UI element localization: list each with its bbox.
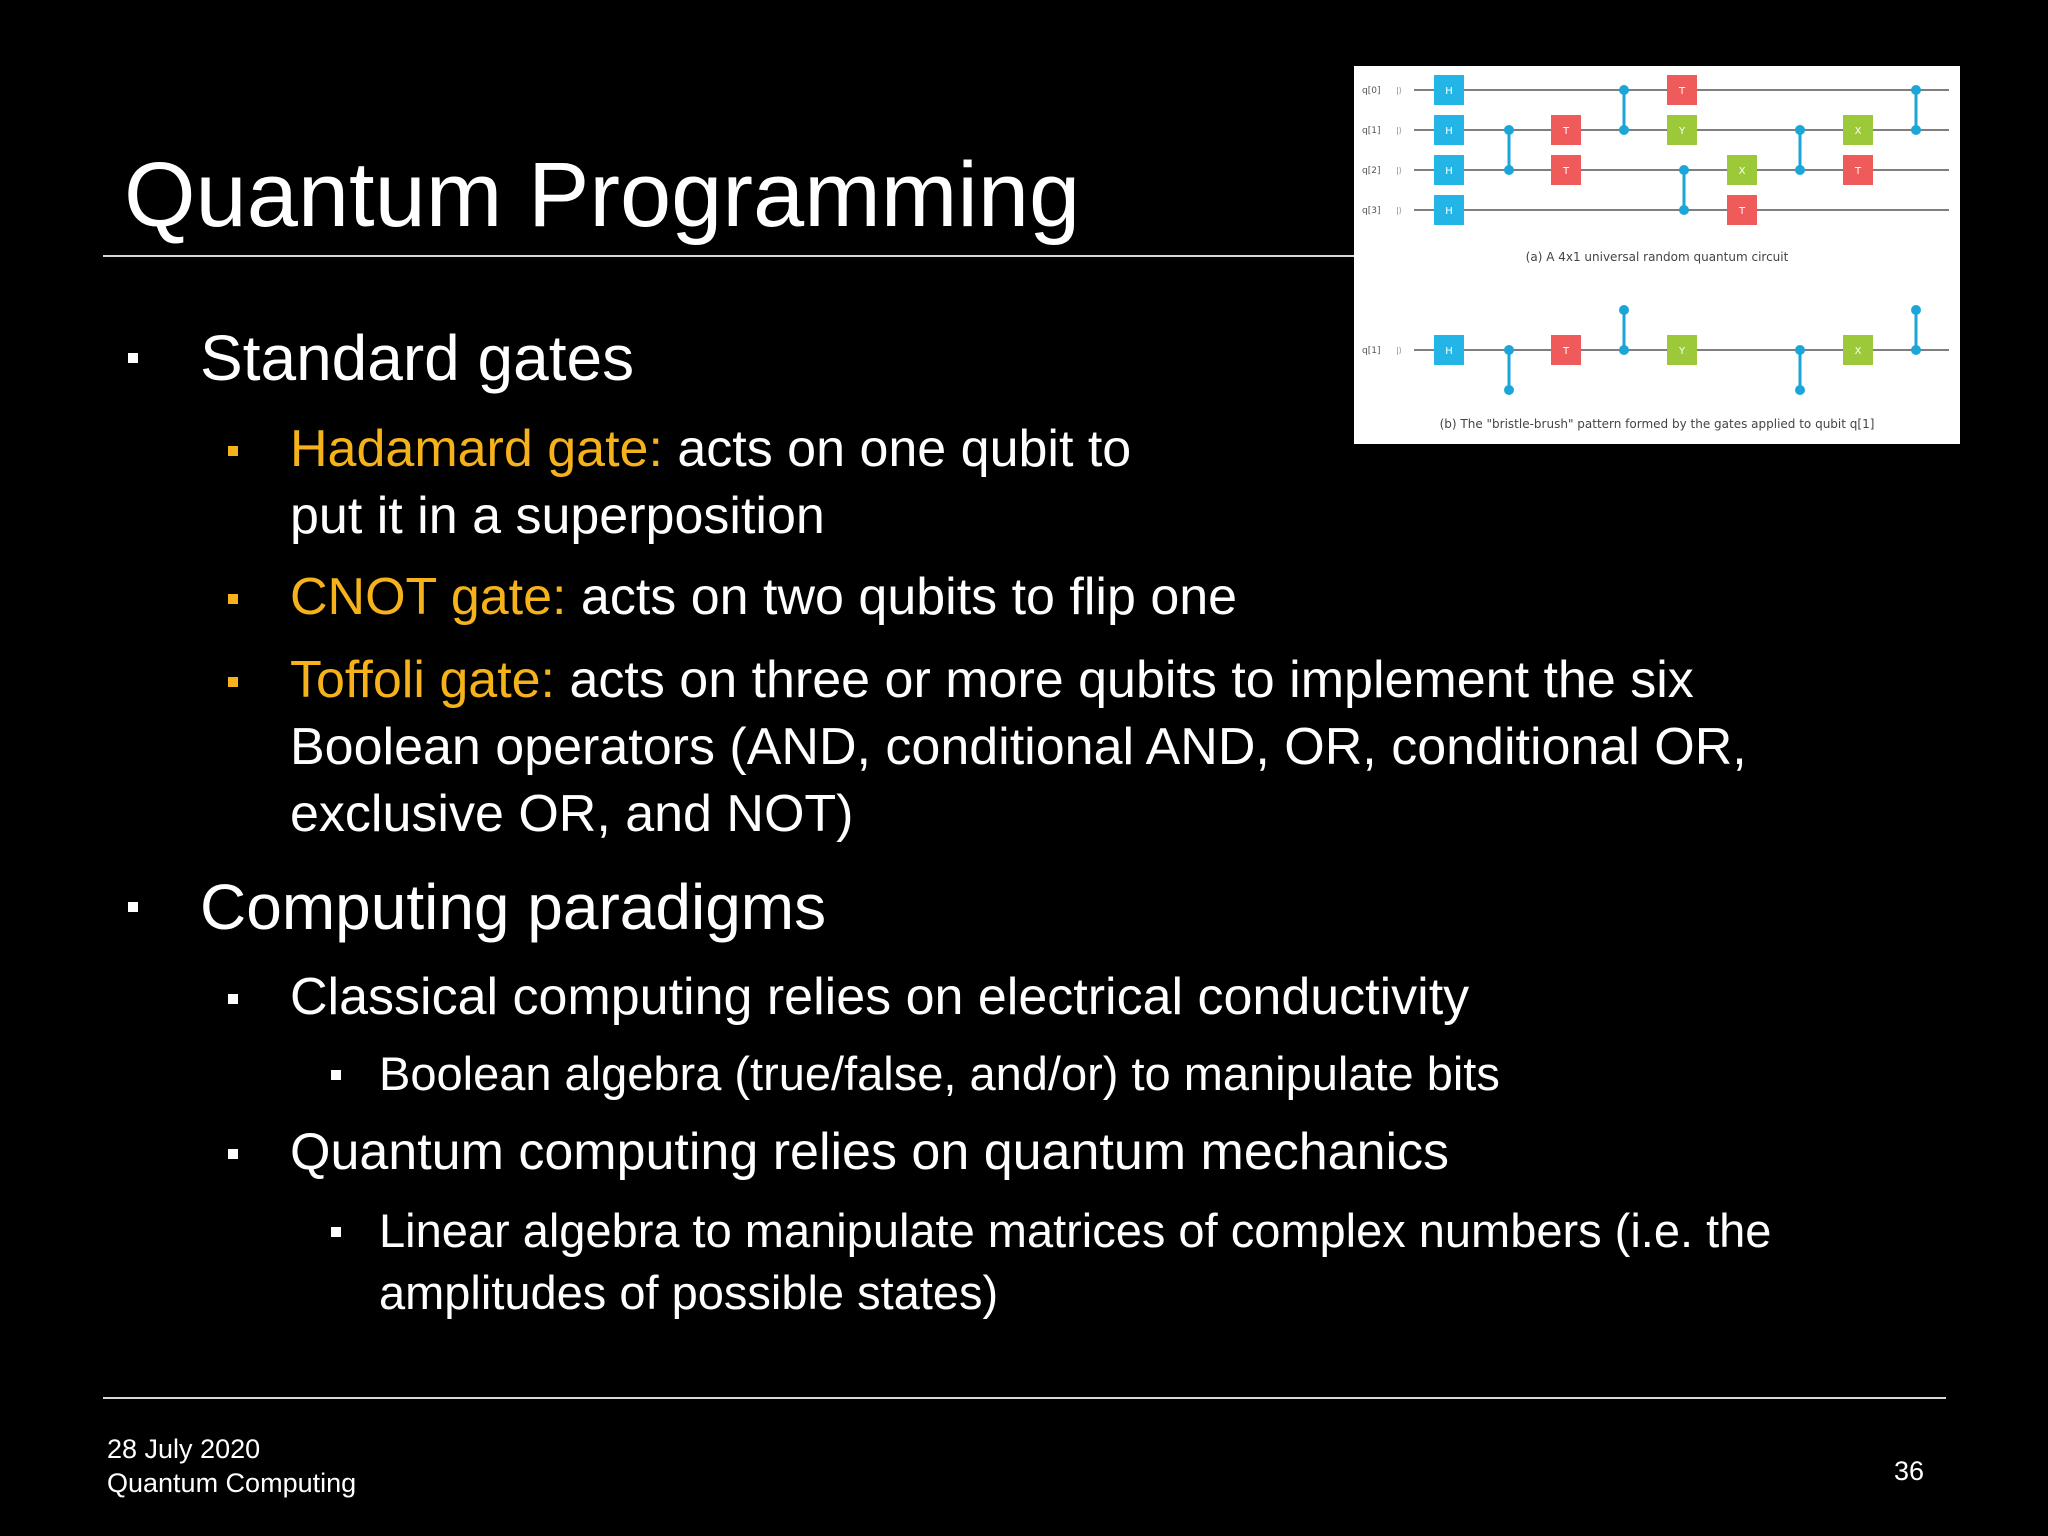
bullet-text: Computing paradigms (200, 871, 827, 943)
bullet-text: acts on one qubit to (662, 420, 1132, 478)
qubit-label: q[1] (1362, 126, 1380, 136)
footer-date: 28 July 2020 (107, 1434, 261, 1464)
gate-label: T (1562, 166, 1570, 177)
bullet-marker (228, 1149, 238, 1159)
bullet-text: Classical computing relies on electrical… (290, 968, 1470, 1026)
gate-label: X (1739, 166, 1746, 177)
bullet-marker (228, 446, 238, 456)
svg-text:|⟩: |⟩ (1396, 86, 1402, 95)
gate-label: H (1445, 206, 1453, 217)
bullet-marker (228, 994, 238, 1004)
gate-label: Y (1678, 126, 1686, 137)
gate-label: H (1445, 166, 1453, 177)
gate-label: Y (1678, 346, 1686, 357)
gate-label: T (1854, 166, 1862, 177)
caption-b: (b) The "bristle-brush" pattern formed b… (1440, 417, 1875, 431)
gate-label: H (1445, 86, 1453, 97)
bullet-text: Quantum computing relies on quantum mech… (290, 1123, 1450, 1181)
gate-label: T (1562, 126, 1570, 137)
footer-divider (103, 1397, 1946, 1399)
bullet-cnot: CNOT gate: acts on two qubits to flip on… (228, 564, 1238, 631)
footer-course: Quantum Computing (107, 1468, 357, 1498)
gate-label: T (1738, 206, 1746, 217)
bullet-text: Linear algebra to manipulate matrices of… (379, 1204, 1772, 1257)
gate-label: X (1855, 126, 1862, 137)
term-cnot: CNOT gate: (290, 568, 567, 626)
bullet-text: Boolean algebra (true/false, and/or) to … (379, 1047, 1500, 1100)
bullet-text: acts on two qubits to flip one (566, 568, 1238, 626)
quantum-circuit-figure: q[0] q[1] q[2] q[3] q[1] |⟩ |⟩ |⟩ |⟩ |⟩ (1354, 66, 1960, 444)
title-divider (103, 255, 1355, 257)
caption-a: (a) A 4x1 universal random quantum circu… (1526, 250, 1789, 264)
bullet-text-continued: exclusive OR, and NOT) (290, 785, 854, 843)
gate-label: T (1562, 346, 1570, 357)
bullet-marker (128, 353, 138, 363)
svg-text:|⟩: |⟩ (1396, 166, 1402, 175)
bullet-marker (228, 594, 238, 604)
gate-label: T (1678, 86, 1686, 97)
bullet-marker (331, 1227, 341, 1237)
slide-title: Quantum Programming (124, 144, 1081, 246)
bullet-text-continued: Boolean operators (AND, conditional AND,… (290, 718, 1747, 776)
bullet-marker (128, 902, 138, 912)
bullet-marker (228, 677, 238, 687)
svg-text:|⟩: |⟩ (1396, 126, 1402, 135)
bullet-linear-algebra: Linear algebra to manipulate matrices of… (331, 1200, 1772, 1324)
circuit-diagram: q[0] q[1] q[2] q[3] q[1] |⟩ |⟩ |⟩ |⟩ |⟩ (1362, 75, 1949, 431)
bullet-computing-paradigms: Computing paradigms (128, 871, 827, 943)
bullet-classical: Classical computing relies on electrical… (228, 964, 1470, 1031)
qubit-label: q[0] (1362, 86, 1380, 96)
gate-label: X (1855, 346, 1862, 357)
bullet-hadamard: Hadamard gate: acts on one qubit to put … (228, 416, 1132, 550)
term-hadamard: Hadamard gate: (290, 420, 663, 478)
gate-label: H (1445, 346, 1453, 357)
bullet-text-continued: amplitudes of possible states) (379, 1266, 999, 1319)
term-toffoli: Toffoli gate: (290, 651, 556, 709)
gate-label: H (1445, 126, 1453, 137)
bullet-text-continued: put it in a superposition (290, 487, 825, 545)
qubit-label: q[1] (1362, 346, 1380, 356)
svg-text:|⟩: |⟩ (1396, 346, 1402, 355)
bullet-toffoli: Toffoli gate: acts on three or more qubi… (228, 647, 1747, 848)
bullet-text: acts on three or more qubits to implemen… (555, 651, 1694, 709)
bullet-boolean-algebra: Boolean algebra (true/false, and/or) to … (331, 1043, 1500, 1105)
bullet-quantum: Quantum computing relies on quantum mech… (228, 1119, 1450, 1186)
bullet-text: Standard gates (200, 322, 635, 394)
bullet-standard-gates: Standard gates (128, 322, 635, 394)
qubit-label: q[2] (1362, 166, 1380, 176)
bullet-marker (331, 1070, 341, 1080)
svg-text:|⟩: |⟩ (1396, 206, 1402, 215)
page-number: 36 (1894, 1456, 1925, 1486)
qubit-label: q[3] (1362, 206, 1380, 216)
